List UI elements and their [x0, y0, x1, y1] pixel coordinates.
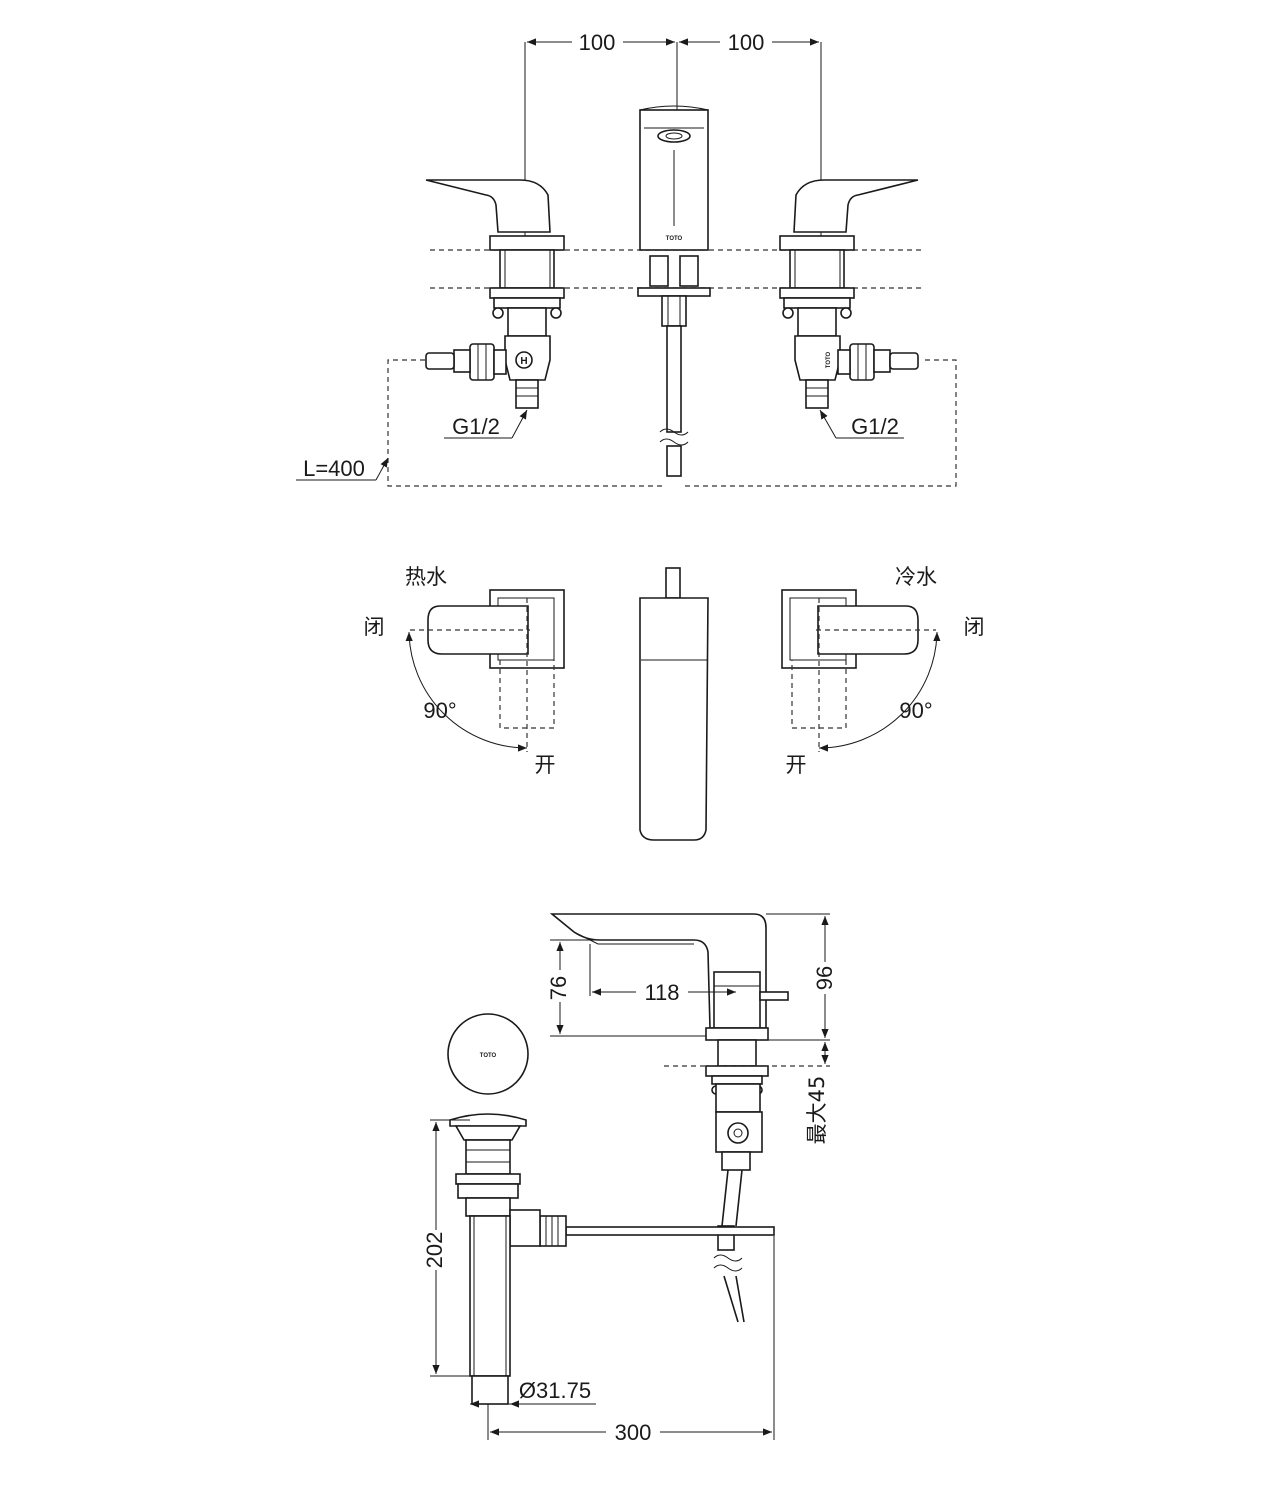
max-thickness-label: 最大45 — [805, 1076, 829, 1145]
hot-water-label: 热水 — [405, 565, 447, 589]
drain-height-label: 202 — [422, 1232, 447, 1269]
spacing-left-label: 100 — [579, 30, 616, 55]
angle-right-label: 90° — [899, 698, 932, 723]
hose-length-label: L=400 — [303, 456, 365, 481]
plan-view: 热水 闭 90° 开 冷水 闭 90° 开 — [364, 565, 985, 841]
drain-linkage — [539, 1169, 775, 1323]
total-height-label: 96 — [812, 966, 837, 990]
drain-offset-label: 300 — [615, 1420, 652, 1445]
drain-body — [449, 1113, 541, 1405]
side-elevation-view: 96 76 118 最大45 T — [422, 913, 837, 1445]
reach-label: 118 — [644, 980, 679, 1005]
spout-front: TOTO — [637, 105, 711, 477]
spout-brand-text: TOTO — [666, 236, 683, 242]
cold-water-label: 冷水 — [895, 565, 937, 589]
spout-side — [549, 913, 789, 1171]
valve-brand-text: TOTO — [826, 351, 832, 368]
closed-right-label: 闭 — [964, 615, 985, 639]
drain-diameter-label: Ø31.75 — [519, 1378, 591, 1403]
hot-handle-plan — [405, 589, 565, 752]
right-handle-front: TOTO — [779, 179, 919, 409]
spout-plan — [639, 567, 709, 841]
thread-left-label: G1/2 — [452, 414, 500, 439]
left-handle-front: H — [425, 179, 565, 409]
thread-right-label: G1/2 — [851, 414, 899, 439]
cold-handle-plan — [781, 589, 941, 752]
drain-cap: TOTO — [447, 1013, 529, 1095]
hot-badge: H — [520, 356, 527, 367]
spacing-right-label: 100 — [728, 30, 765, 55]
closed-left-label: 闭 — [364, 615, 385, 639]
cap-brand-text: TOTO — [480, 1053, 497, 1059]
outlet-height-label: 76 — [546, 976, 571, 1000]
front-elevation-view: 100 100 H — [296, 30, 957, 487]
open-right-label: 开 — [786, 753, 807, 777]
angle-left-label: 90° — [423, 698, 456, 723]
open-left-label: 开 — [535, 753, 556, 777]
